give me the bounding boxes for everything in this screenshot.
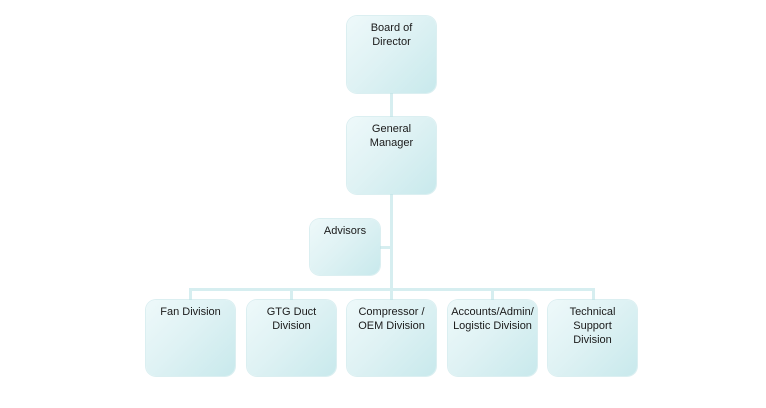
connector-division-fan xyxy=(189,288,192,303)
connector-gm-trunk xyxy=(390,193,393,290)
connector-division-compressor xyxy=(390,288,393,303)
connector-division-technical xyxy=(592,288,595,303)
technical-support-division-box: Technical Support Division xyxy=(548,300,637,376)
accounts-admin-logistic-division-box: Accounts/Admin/ Logistic Division xyxy=(448,300,537,376)
connector-board-gm xyxy=(390,92,393,121)
connector-division-accounts xyxy=(491,288,494,303)
advisors-box: Advisors xyxy=(310,219,380,275)
connector-advisors xyxy=(379,246,391,249)
general-manager-box: General Manager xyxy=(347,117,436,194)
connector-division-gtg xyxy=(290,288,293,303)
board-of-director-box: Board of Director xyxy=(347,16,436,93)
gtg-duct-division-box: GTG Duct Division xyxy=(247,300,336,376)
compressor-oem-division-box: Compressor / OEM Division xyxy=(347,300,436,376)
fan-division-box: Fan Division xyxy=(146,300,235,376)
